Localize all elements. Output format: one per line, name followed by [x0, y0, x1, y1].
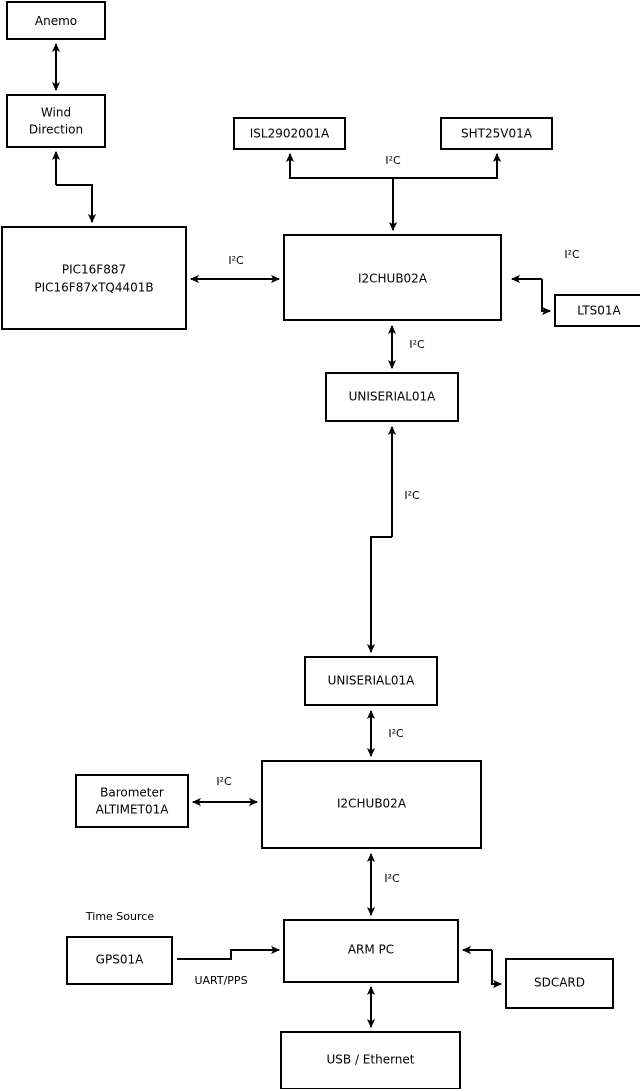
edge-label-i2c-hub-arm-pc: I²C	[384, 872, 400, 885]
node-wind-direction-label-line1: Wind	[41, 106, 71, 120]
edge-uniserial-lower-link-down	[366, 536, 392, 653]
node-usb-ethernet[interactable]: USB / Ethernet	[280, 1031, 461, 1089]
edge-label-i2c-uniserial-link: I²C	[404, 489, 420, 502]
node-isl2902001a[interactable]: ISL2902001A	[233, 117, 346, 150]
node-barometer-label-line2: ALTIMET01A	[96, 803, 170, 817]
node-sdcard-label: SDCARD	[534, 976, 585, 990]
edge-labels-layer: I²C I²C I²C I²C I²C I²C I²C I²C UART/PPS	[194, 154, 580, 987]
edge-i2chub-top-bus-isl	[285, 153, 393, 179]
edge-arm-pc-sdcard-out	[491, 950, 502, 989]
node-sdcard[interactable]: SDCARD	[505, 958, 614, 1009]
node-lts01a-label: LTS01A	[577, 304, 621, 318]
node-uniserial01a-lower[interactable]: UNISERIAL01A	[304, 656, 438, 706]
node-wind-direction[interactable]: Wind Direction	[6, 94, 106, 148]
node-i2chub02a-bottom[interactable]: I2CHUB02A	[261, 760, 482, 849]
node-uniserial01a-lower-label: UNISERIAL01A	[328, 674, 416, 688]
node-pic-microcontroller[interactable]: PIC16F887 PIC16F87xTQ4401B	[1, 226, 187, 330]
node-usb-ethernet-label: USB / Ethernet	[327, 1053, 415, 1067]
node-arm-pc-label: ARM PC	[348, 943, 394, 957]
edge-i2chub-top-lts-out	[541, 279, 551, 316]
edge-label-i2c-lts01a: I²C	[564, 248, 580, 261]
node-uniserial01a-upper-label: UNISERIAL01A	[349, 390, 437, 404]
node-anemo-label: Anemo	[35, 14, 77, 28]
node-uniserial01a-upper[interactable]: UNISERIAL01A	[325, 372, 459, 422]
node-wind-direction-label-line2: Direction	[29, 123, 83, 137]
edge-label-i2c-barometer: I²C	[216, 775, 232, 788]
node-anemo[interactable]: Anemo	[6, 1, 106, 40]
node-pic-label-line1: PIC16F887	[62, 263, 126, 277]
node-gps01a[interactable]: GPS01A	[66, 936, 173, 985]
edge-label-i2c-hub-uniserial: I²C	[409, 338, 425, 351]
edge-gps-arm-pc	[177, 945, 280, 960]
node-sht25v01a[interactable]: SHT25V01A	[440, 117, 553, 150]
edge-label-i2c-sensor-bus: I²C	[385, 154, 401, 167]
edge-label-uart-pps: UART/PPS	[194, 974, 247, 987]
node-gps01a-label: GPS01A	[96, 953, 144, 967]
node-isl2902001a-label: ISL2902001A	[250, 127, 330, 141]
node-i2chub02a-top[interactable]: I2CHUB02A	[283, 234, 502, 321]
node-lts01a[interactable]: LTS01A	[554, 294, 640, 327]
node-barometer-label-line1: Barometer	[100, 786, 164, 800]
edges-layer	[51, 43, 551, 1028]
node-pic-label-line2: PIC16F87xTQ4401B	[34, 281, 153, 295]
edge-label-i2c-pic-hub: I²C	[228, 254, 244, 267]
edge-wind-direction-pic-down	[56, 184, 97, 223]
node-barometer-altimet01a[interactable]: Barometer ALTIMET01A	[75, 774, 189, 828]
free-labels-layer: Time Source	[85, 910, 154, 923]
node-arm-pc[interactable]: ARM PC	[283, 919, 459, 983]
node-i2chub02a-top-label: I2CHUB02A	[358, 272, 428, 286]
label-time-source: Time Source	[85, 910, 154, 923]
node-sht25v01a-label: SHT25V01A	[461, 127, 533, 141]
node-i2chub02a-bottom-label: I2CHUB02A	[337, 797, 407, 811]
edge-i2chub-top-bus-sht	[393, 153, 502, 179]
edge-label-i2c-uniserial-hub-bottom: I²C	[388, 727, 404, 740]
